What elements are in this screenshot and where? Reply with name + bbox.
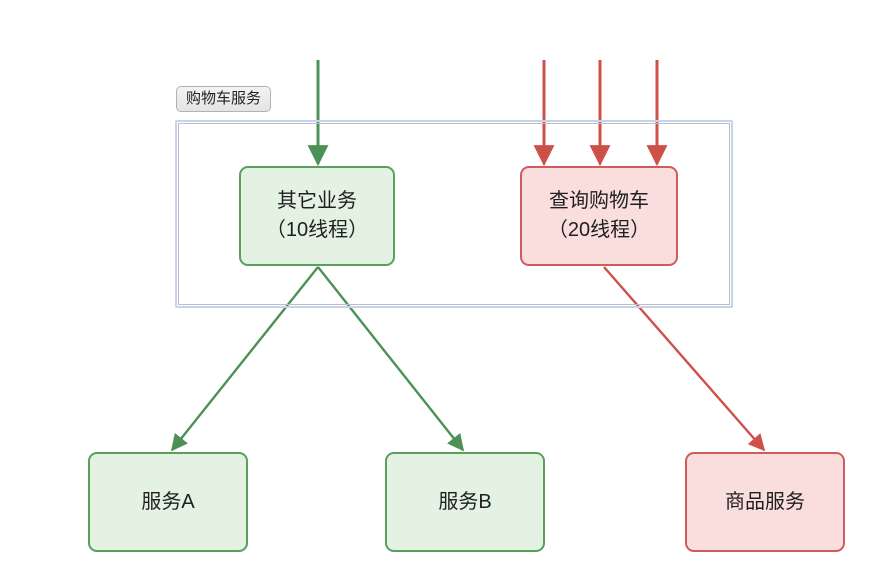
subgraph-label-shopping-cart-service: 购物车服务: [176, 86, 272, 113]
node-service-a[interactable]: 服务A: [88, 452, 248, 552]
node-other-business-line-2: （10线程）: [265, 219, 369, 241]
node-query-cart-line-1: 查询购物车: [549, 190, 649, 212]
node-service-a-label: 服务A: [141, 490, 195, 513]
node-service-b[interactable]: 服务B: [385, 452, 545, 552]
node-product-service[interactable]: 商品服务: [685, 452, 845, 552]
subgraph-container-shopping-cart-service: [175, 120, 733, 308]
node-query-cart-line-2: （20线程）: [547, 219, 651, 241]
node-product-service-label: 商品服务: [725, 490, 805, 513]
node-query-cart[interactable]: 查询购物车 （20线程）: [520, 166, 678, 266]
node-other-business-line-1: 其它业务: [277, 190, 357, 212]
subgraph-inner-border: [178, 123, 730, 305]
node-service-b-label: 服务B: [438, 490, 492, 513]
node-other-business[interactable]: 其它业务 （10线程）: [239, 166, 395, 266]
